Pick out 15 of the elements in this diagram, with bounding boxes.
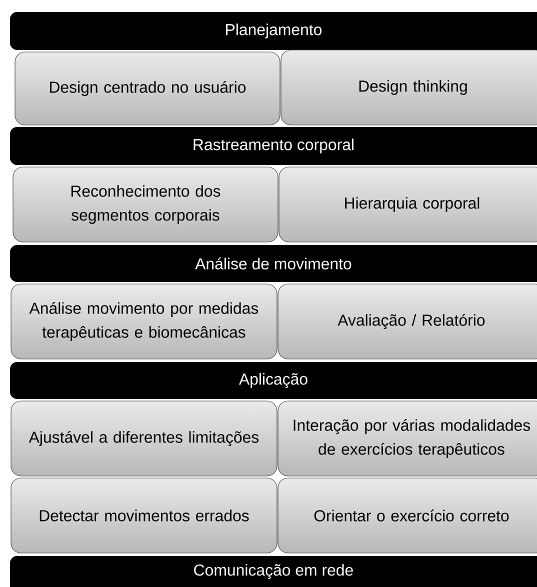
process-box: Detectar movimentos errados (10, 478, 278, 554)
process-box: Hierarquia corporal (278, 166, 537, 242)
band: Comunicação em rede (10, 556, 537, 587)
process-box: Interação por várias modalidades de exercícios terapêuticos (278, 400, 537, 476)
process-box: Reconhecimento dos segmentos corporais (12, 166, 278, 242)
band: Análise de movimento (10, 245, 537, 282)
process-box: Ajustável a diferentes limitações (10, 400, 278, 476)
band: Aplicação (10, 362, 537, 399)
process-box: Orientar o exercício correto (278, 478, 537, 554)
process-box: Design thinking (280, 50, 537, 126)
band: Planejamento (10, 12, 537, 50)
process-box: Avaliação / Relatório (278, 284, 537, 360)
band: Rastreamento corporal (10, 127, 537, 165)
process-box: Design centrado no usuário (14, 52, 280, 126)
process-box: Análise movimento por medidas terapêuticas e biomecânicas (10, 284, 278, 360)
